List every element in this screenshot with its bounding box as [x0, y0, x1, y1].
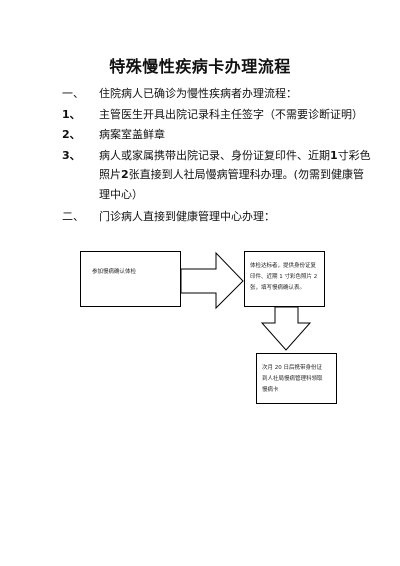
step1-text: 主管医生开具出院记录科主任签字（不需要诊断证明） — [99, 108, 363, 121]
step3-line2-b: 张直接到人社局慢病管理科办理。(勿需到健康管 — [128, 168, 364, 181]
section2-marker: 二、 — [62, 210, 84, 223]
flow-box-collect-card-line1: 次月 20 日后携带身份证 — [262, 365, 322, 371]
flow-box-collect-card: 次月 20 日后携带身份证 到人社局慢病管理科领取 慢病卡 — [256, 353, 337, 404]
step3-line2-num: 2 — [121, 168, 129, 181]
step3-line2-a: 照片 — [99, 168, 121, 181]
flow-box-materials-line3: 张，填写慢病确认表。 — [250, 285, 306, 291]
step3-marker: 3、 — [62, 149, 81, 162]
flow-box-collect-card-line2: 到人社局慢病管理科领取 — [262, 376, 323, 382]
step3-line1: 病人或家属携带出院记录、身份证复印件、近期1寸彩色 — [99, 149, 371, 163]
step3-line1-num: 1 — [330, 149, 338, 162]
step3-line2: 照片2张直接到人社局慢病管理科办理。(勿需到健康管 — [99, 168, 364, 182]
section1-heading: 住院病人已确诊为慢性疾病者办理流程： — [99, 87, 297, 100]
section1-marker: 一、 — [62, 87, 84, 100]
step3-line1-a: 病人或家属携带出院记录、身份证复印件、近期 — [99, 149, 330, 162]
step1-marker: 1、 — [62, 108, 81, 121]
section2-heading: 门诊病人直接到健康管理中心办理： — [99, 210, 275, 223]
step2-marker: 2、 — [62, 128, 81, 141]
flow-box-materials: 体检达标者，提供身份证复 印件、近期 1 寸彩色照片 2 张，填写慢病确认表。 — [244, 251, 325, 307]
flow-box-materials-line2: 印件、近期 1 寸彩色照片 2 — [250, 274, 318, 280]
step2-text: 病案室盖鲜章 — [99, 128, 165, 141]
flow-box-materials-line1: 体检达标者，提供身份证复 — [250, 263, 317, 269]
step3-line1-b: 寸彩色 — [337, 149, 371, 162]
step3-line3: 理中心） — [99, 188, 143, 201]
document-title: 特殊慢性疾病卡办理流程 — [109, 57, 291, 76]
flow-box-checkup-text: 参加慢病确认体检 — [92, 269, 137, 275]
flow-box-checkup: 参加慢病确认体检 — [80, 251, 181, 307]
flow-box-collect-card-line3: 慢病卡 — [262, 387, 279, 393]
